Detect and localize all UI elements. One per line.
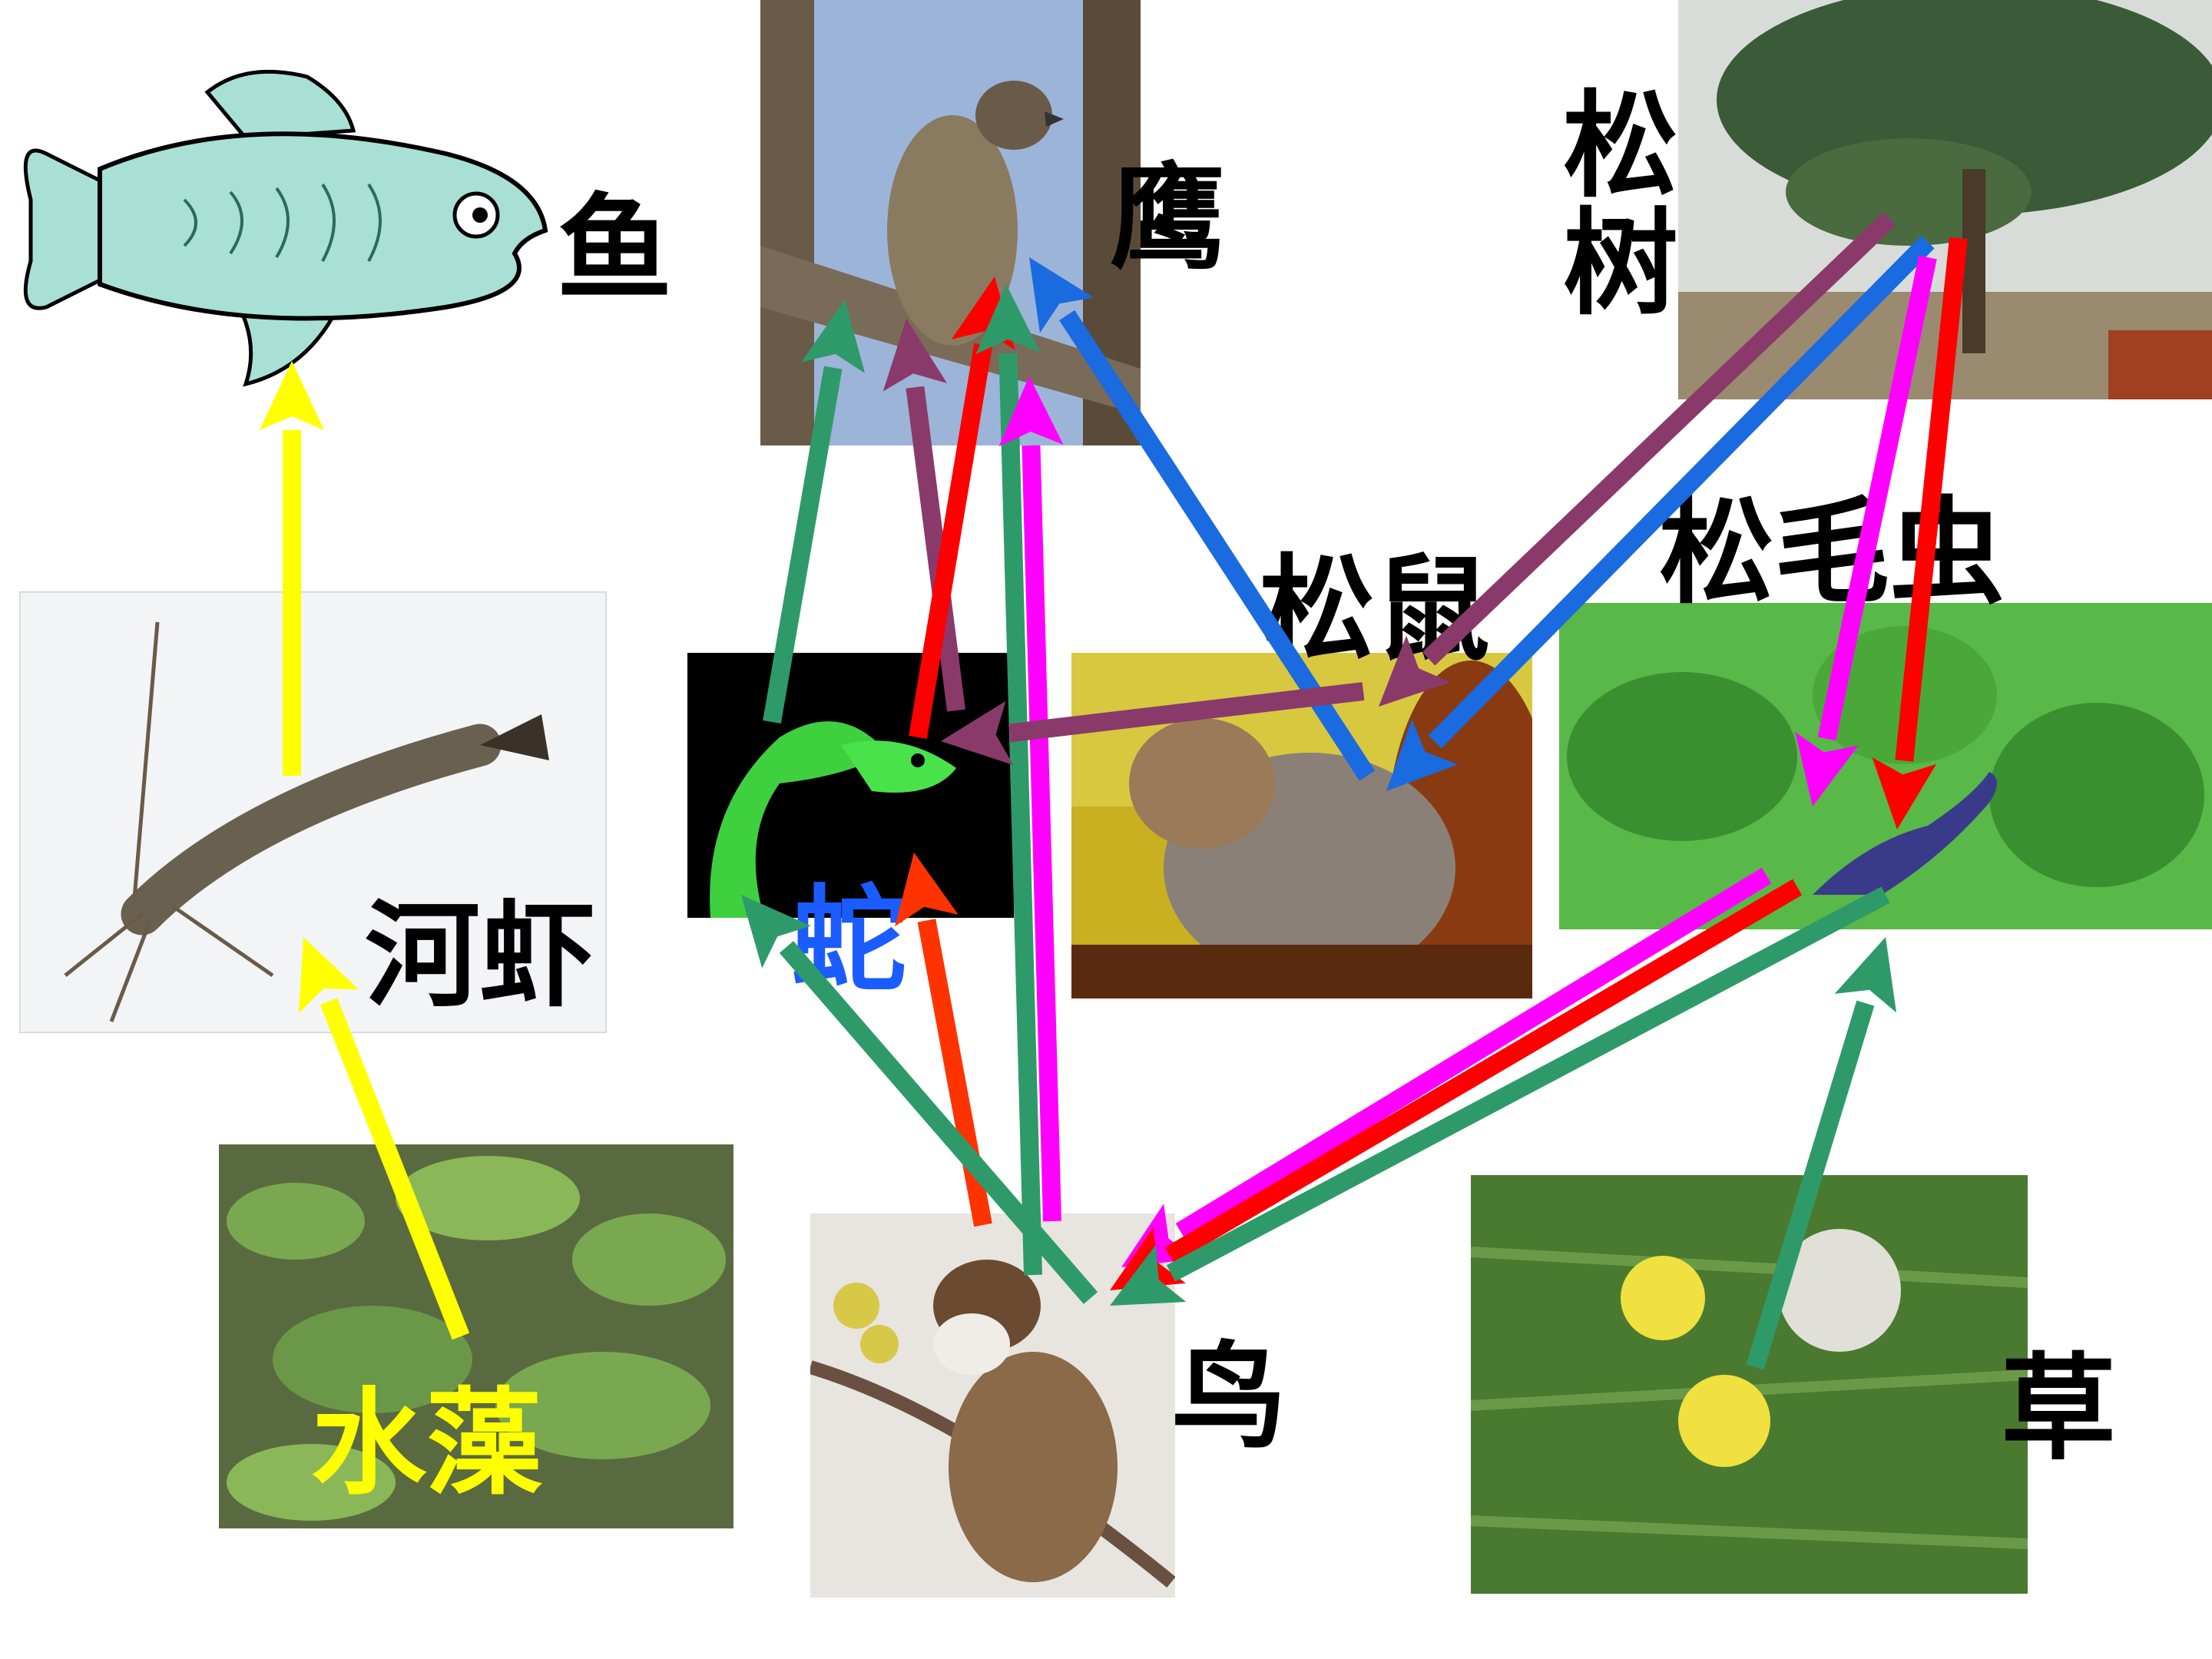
pine-tree-photo — [1678, 0, 2212, 399]
caterpillar-photo — [1559, 603, 2212, 929]
pine-tree-label-line2: 树 — [1563, 197, 1679, 331]
hawk-photo — [760, 0, 1141, 445]
grass-photo — [1471, 1175, 2028, 1594]
pine-tree-label: 松 树 — [1563, 88, 1678, 323]
snake-photo — [687, 653, 1014, 918]
squirrel-photo — [1071, 653, 1532, 998]
caterpillar-label: 松毛虫 — [1659, 486, 2005, 620]
bird-label: 鸟 — [1171, 1331, 1287, 1465]
squirrel-label: 松鼠 — [1260, 544, 1491, 677]
algae-label: 水藻 — [311, 1377, 542, 1511]
fish-illustration — [15, 61, 553, 399]
hawk-label: 鹰 — [1110, 152, 1226, 286]
arrow-head — [1834, 937, 1897, 1013]
grass-label: 草 — [2001, 1343, 2117, 1476]
snake-label: 蛇 — [791, 874, 907, 1008]
shrimp-label: 河虾 — [365, 889, 596, 1023]
fish-label: 鱼 — [557, 183, 673, 316]
bird-photo — [810, 1214, 1175, 1598]
arrow-shaft — [1022, 445, 1061, 1222]
shrimp-photo — [19, 591, 607, 1033]
arrow-shaft — [917, 919, 992, 1227]
pine-tree-label-line1: 松 — [1563, 80, 1679, 214]
